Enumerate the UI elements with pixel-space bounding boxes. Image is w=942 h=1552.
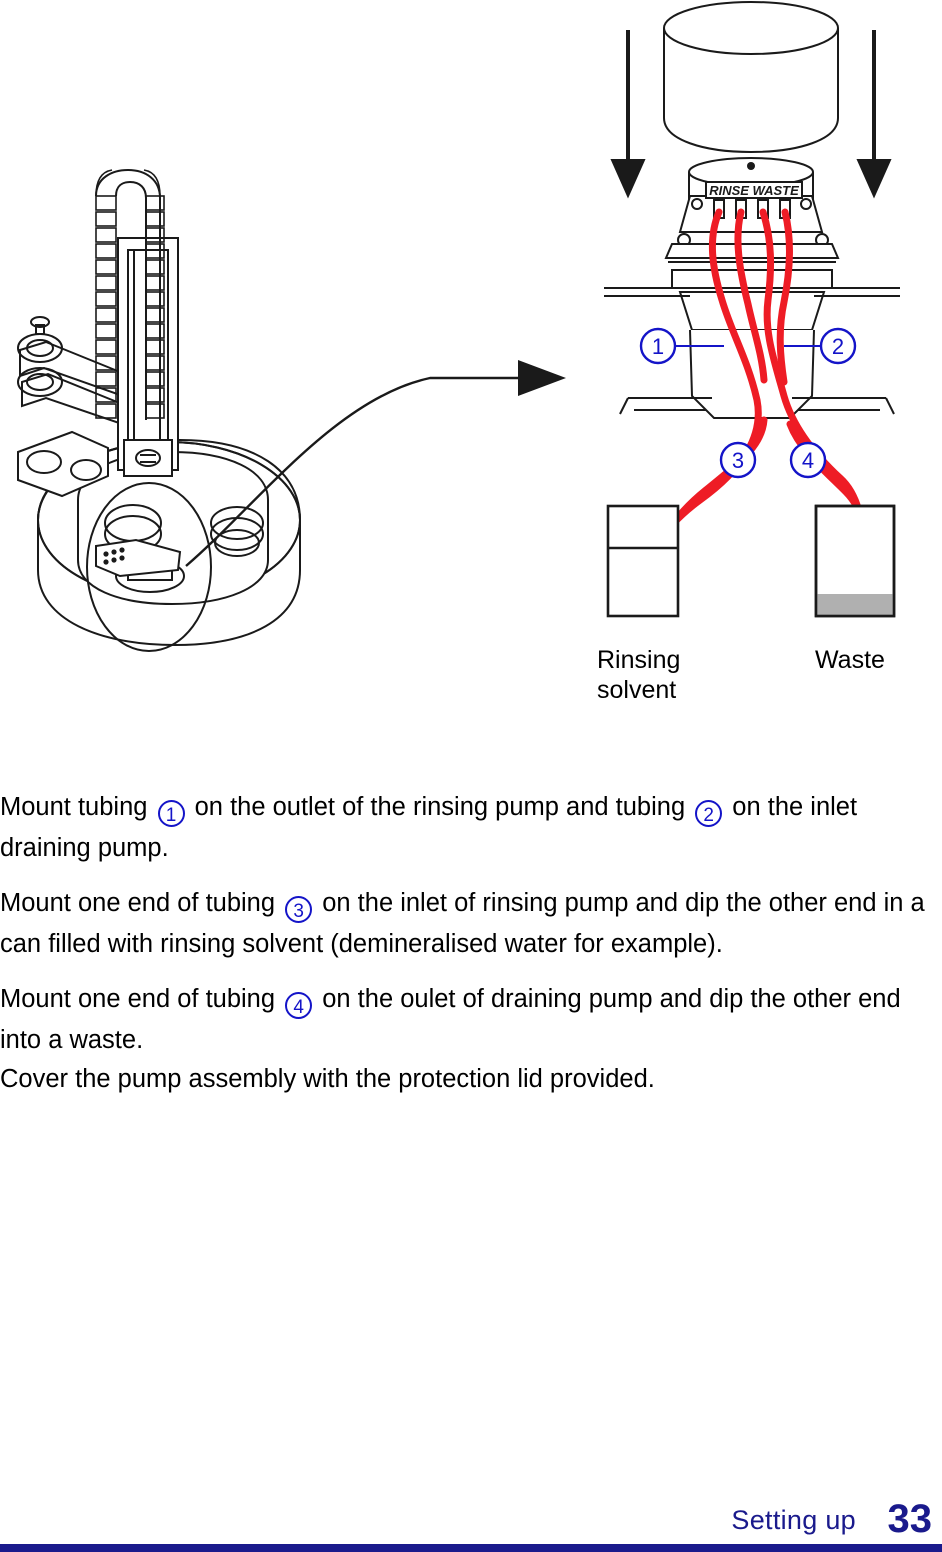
callout-1-text: 1 [652,334,664,359]
para-3: Mount one end of tubing 4 on the oulet o… [0,985,901,1054]
detail-leader [185,376,520,567]
callout-4-text: 4 [802,448,814,473]
waste-label: Waste [815,646,885,674]
callout-1: 1 [639,327,677,365]
detail-arrow [518,360,566,396]
inline-callout-text: 2 [695,800,723,827]
footer-rule [0,1544,942,1552]
rinsing-solvent-label: Rinsing solvent [597,646,681,704]
inline-callout-text: 1 [157,800,185,827]
page-footer: Setting up 33 [0,1482,942,1552]
para-4: Cover the pump assembly with the protect… [0,1065,655,1093]
rinse-waste-label: RINSE WASTE [709,183,799,198]
callout-2-text: 2 [832,334,844,359]
inline-callout-2: 2 [695,796,723,831]
figure-illustration: RINSE WASTE [0,0,942,760]
inline-callout-1: 1 [157,796,185,831]
instructions-block: Mount tubing 1 on the outlet of the rins… [0,790,942,1117]
callout-2: 2 [819,327,857,365]
inline-callout-4: 4 [285,988,313,1023]
inline-callout-text: 4 [285,992,313,1019]
inline-callout-text: 3 [285,896,313,923]
footer-chapter: Setting up [731,1505,856,1535]
rinsing-solvent-can [606,504,680,618]
para-1: Mount tubing 1 on the outlet of the rins… [0,793,858,862]
callout-4: 4 [789,441,827,479]
tubing-lines [624,208,871,616]
callout-3-text: 3 [732,448,744,473]
figure-svg: RINSE WASTE [17,1,900,652]
footer-page-number: 33 [887,1497,933,1541]
callout-3: 3 [719,441,757,479]
para-2: Mount one end of tubing 3 on the inlet o… [0,889,925,958]
instrument-drawing [17,168,301,652]
containers [606,504,896,618]
inline-callout-3: 3 [285,892,313,927]
